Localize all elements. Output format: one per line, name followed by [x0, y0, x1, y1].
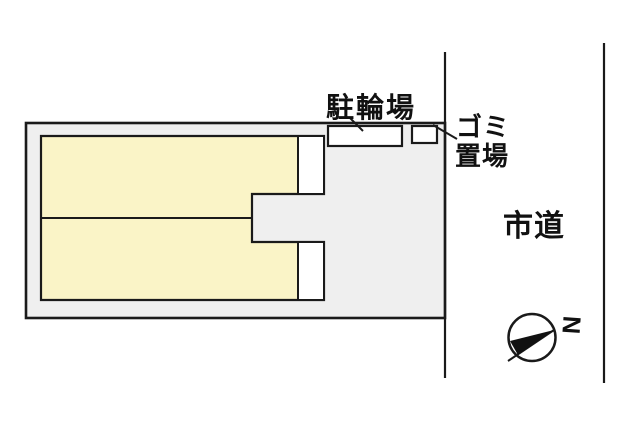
bicycle-parking-area — [326, 124, 404, 148]
compass: N — [507, 312, 586, 363]
road-label: 市道 — [503, 209, 565, 243]
garbage-label-line2: 置場 — [455, 141, 509, 171]
garbage-label-line1: ゴミ — [456, 112, 510, 142]
porch-lower — [297, 241, 325, 301]
garbage-leader-line — [432, 124, 458, 140]
compass-north-label: N — [556, 315, 585, 335]
bicycle-parking-label: 駐輪場 — [326, 91, 416, 123]
garbage-storage-area — [410, 124, 439, 145]
porch-upper — [297, 135, 325, 195]
compass-needle-icon — [510, 330, 554, 355]
bicycle-parking-leader-line — [348, 116, 364, 132]
